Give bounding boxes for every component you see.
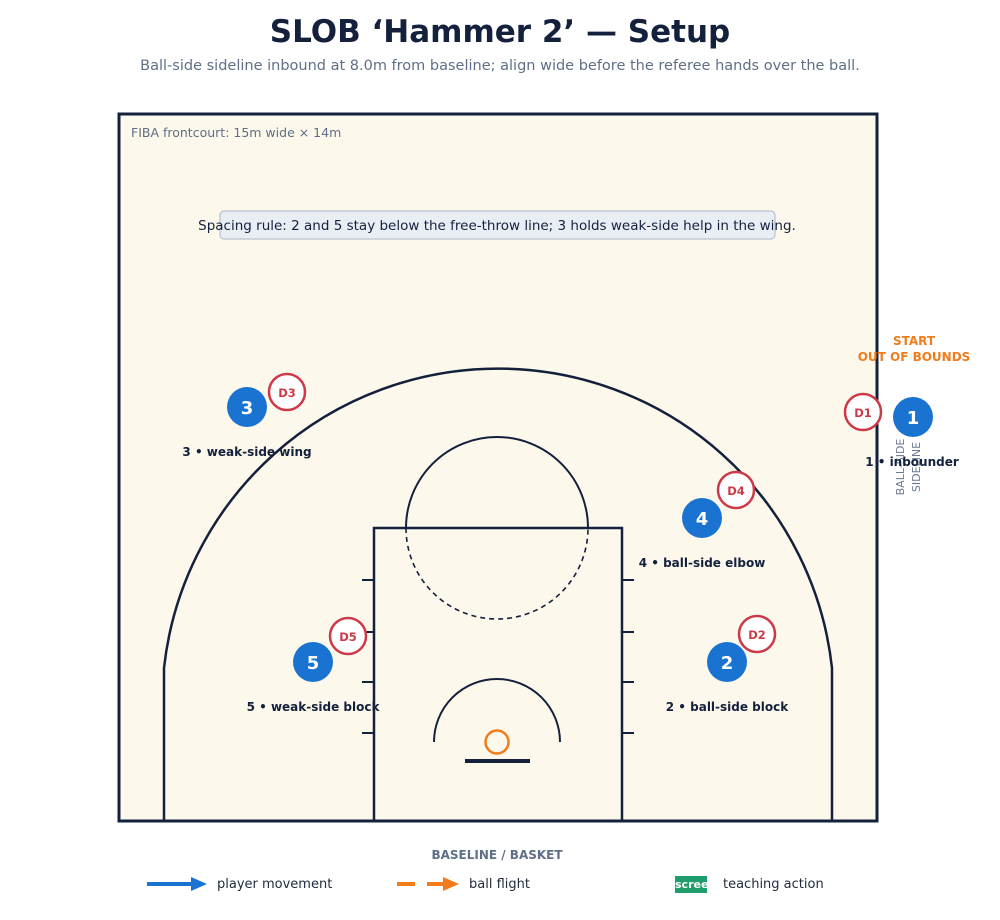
legend-ball: ball flight xyxy=(397,876,530,892)
offense-player-4-label: 4 • ball-side elbow xyxy=(639,556,766,570)
offense-player-5-number: 5 xyxy=(307,653,320,674)
screen-chip: screen xyxy=(675,876,707,893)
offense-player-1-marker xyxy=(893,397,933,437)
offense-player-1-number: 1 xyxy=(907,408,920,429)
offense-player-3[interactable]: 3 3 • weak-side wing xyxy=(182,387,312,459)
offense-player-3-marker xyxy=(227,387,267,427)
legend-movement-label: player movement xyxy=(217,876,333,892)
restricted-area-arc xyxy=(433,678,561,743)
offense-player-2[interactable]: 2 2 • ball-side block xyxy=(666,642,789,714)
defender-d5-marker xyxy=(328,616,368,656)
offense-player-5-label: 5 • weak-side block xyxy=(247,700,381,714)
spacing-note: Spacing rule: 2 and 5 stay below the fre… xyxy=(198,218,796,234)
defender-d3[interactable]: D3 xyxy=(267,372,307,412)
offense-player-2-marker xyxy=(707,642,747,682)
sideline-label-line2: SIDELINE xyxy=(910,442,923,492)
defender-d2-label: D2 xyxy=(748,628,766,642)
key-paint xyxy=(372,526,624,823)
start-label-line1: START xyxy=(893,334,936,348)
start-label-line2: OUT OF BOUNDS xyxy=(858,350,971,364)
legend-teaching-label: teaching action xyxy=(723,877,824,892)
offense-player-4-number: 4 xyxy=(696,509,709,530)
defender-d5-label: D5 xyxy=(339,630,357,644)
page-subtitle: Ball-side sideline inbound at 8.0m from … xyxy=(140,58,860,74)
baseline-label: BASELINE / BASKET xyxy=(431,848,563,862)
spacing-note-box xyxy=(219,210,776,240)
offense-player-4-marker xyxy=(682,498,722,538)
offense-player-3-label: 3 • weak-side wing xyxy=(182,445,311,459)
defender-d4-label: D4 xyxy=(727,484,745,498)
defender-d1[interactable]: D1 xyxy=(843,392,883,432)
offense-player-5[interactable]: 5 5 • weak-side block xyxy=(247,642,381,714)
legend-ball-label: ball flight xyxy=(469,876,530,892)
offense-player-1[interactable]: 1 1 • inbounder xyxy=(865,397,959,469)
ball-flight-arrow-icon xyxy=(397,877,459,891)
defender-d3-marker xyxy=(267,372,307,412)
sideline-label-line1: BALL-SIDE xyxy=(894,439,907,496)
rim xyxy=(484,729,510,755)
offense-player-3-number: 3 xyxy=(241,398,254,419)
defender-d5[interactable]: D5 xyxy=(328,616,368,656)
offense-player-4[interactable]: 4 4 • ball-side elbow xyxy=(639,498,766,570)
free-throw-circle-top xyxy=(405,436,589,529)
legend-teaching: screen teaching action xyxy=(675,876,824,893)
defender-d4[interactable]: D4 xyxy=(716,470,756,510)
three-point-line xyxy=(162,367,834,821)
legend-movement: player movement xyxy=(147,876,332,892)
defender-d1-marker xyxy=(843,392,883,432)
defender-d2-marker xyxy=(737,614,777,654)
defender-d3-label: D3 xyxy=(278,386,296,400)
page-title: SLOB ‘Hammer 2’ — Setup xyxy=(269,14,731,50)
free-throw-circle-bottom xyxy=(405,527,589,620)
defender-d2[interactable]: D2 xyxy=(737,614,777,654)
defender-d1-label: D1 xyxy=(854,406,872,420)
defender-d4-marker xyxy=(716,470,756,510)
offense-player-2-number: 2 xyxy=(721,653,734,674)
offense-player-5-marker xyxy=(293,642,333,682)
movement-arrow-icon xyxy=(147,877,207,891)
offense-player-1-label: 1 • inbounder xyxy=(865,455,959,469)
court-caption: FIBA frontcourt: 15m wide × 14m xyxy=(131,125,341,140)
offense-player-2-label: 2 • ball-side block xyxy=(666,700,789,714)
